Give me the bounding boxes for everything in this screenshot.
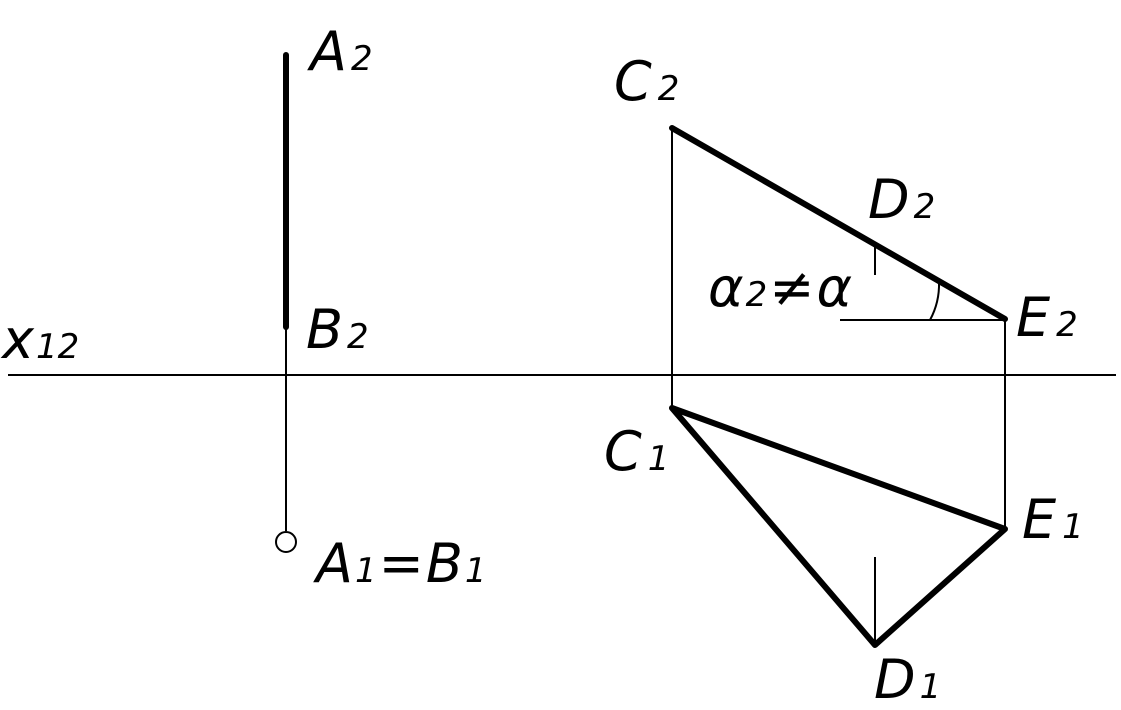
axis-label-x12: x12 — [0, 308, 79, 371]
segment-c2-e2 — [669, 125, 1008, 322]
label-a1-eq-b1: A1=B1 — [313, 532, 487, 595]
point-a1-b1-marker — [275, 531, 297, 553]
angle-arc — [929, 281, 941, 321]
angle-inequality-note: α2≠α — [708, 256, 852, 319]
triangle-c1-d1-e1 — [669, 405, 1008, 648]
